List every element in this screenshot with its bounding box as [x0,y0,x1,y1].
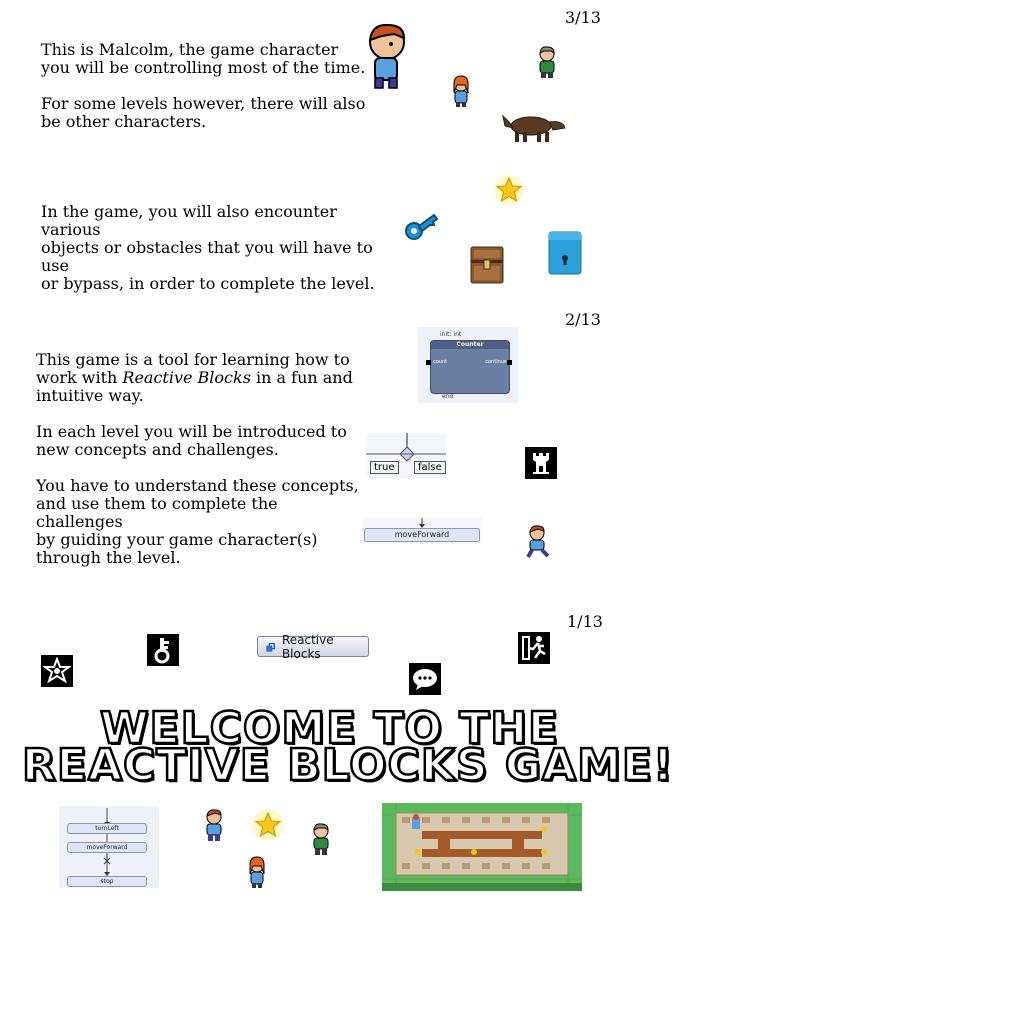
decision-true-label: true [370,461,399,474]
key-object-icon [405,213,438,240]
counter-left-port [426,360,431,365]
wolf-character-icon [502,114,566,142]
page-number-1: 1/13 [567,612,603,631]
tool-description-text: This game is a tool for learning how to … [36,351,366,405]
challenges-text: You have to understand these concepts, a… [36,476,359,567]
flow-node-turn-left: turnLeft [67,823,147,834]
old-man-character-icon [539,46,555,78]
move-forward-block: moveForward [362,518,482,544]
counter-block-diagram: init: int Counter count continue end [418,327,518,403]
malcolm-small-icon [206,809,222,841]
level-map-preview [382,803,582,891]
reactive-blocks-emphasis: Reactive Blocks [122,368,251,387]
tool-line-2: work with Reactive Blocks in a fun and [36,368,353,387]
starburst-icon [41,655,73,687]
concepts-text: In each level you will be introduced to … [36,422,347,459]
flow-diagram: turnLeft moveForward stop [59,806,159,888]
decision-node-diagram: true false [366,433,446,478]
counter-continue-pin: continue [485,359,507,365]
speech-bubble-icon [409,663,441,695]
girl-small-icon [249,856,265,888]
reactive-blocks-button-label: Reactive Blocks [281,632,334,661]
counter-init-label: init: int [440,331,462,338]
flow-node-stop: stop [67,876,147,887]
counter-end-label: end [442,393,454,400]
reactive-blocks-button[interactable]: Reactive Blocks [257,633,369,661]
key-icon [147,634,179,666]
treasure-chest-icon [470,246,504,284]
flow-node-move-forward: moveForward [67,842,147,853]
counter-count-pin: count [433,359,448,365]
page-number-3: 3/13 [565,8,601,27]
move-forward-node: moveForward [364,528,480,542]
lock-block-icon [548,231,582,275]
title-line-2: REACTIVE BLOCKS GAME! [21,739,674,793]
arrow-down-icon [419,518,425,528]
malcolm-intro-text: This is Malcolm, the game character you … [41,40,366,131]
page-number-2: 2/13 [565,310,601,329]
tower-icon [525,447,557,479]
star-object-icon [494,175,524,205]
title-line-1: WELCOME TO THE [99,702,560,756]
malcolm-running-icon [526,525,550,558]
tool-line-3: intuitive way. [36,386,144,405]
reactive-blocks-icon [266,642,275,652]
old-man-small-icon [313,823,329,855]
running-man-icon [518,632,550,664]
counter-block-body: Counter count continue [430,340,510,394]
counter-right-port [507,360,512,365]
girl-character-icon [453,75,469,107]
decision-false-label: false [414,461,446,474]
star-small-icon [252,809,284,841]
tool-line-1: This game is a tool for learning how to [36,350,350,369]
counter-block-header: Counter [431,341,509,349]
decision-diamond-icon [366,433,446,462]
malcolm-character-icon [368,23,406,89]
objects-intro-text: In the game, you will also encounter var… [41,202,375,293]
